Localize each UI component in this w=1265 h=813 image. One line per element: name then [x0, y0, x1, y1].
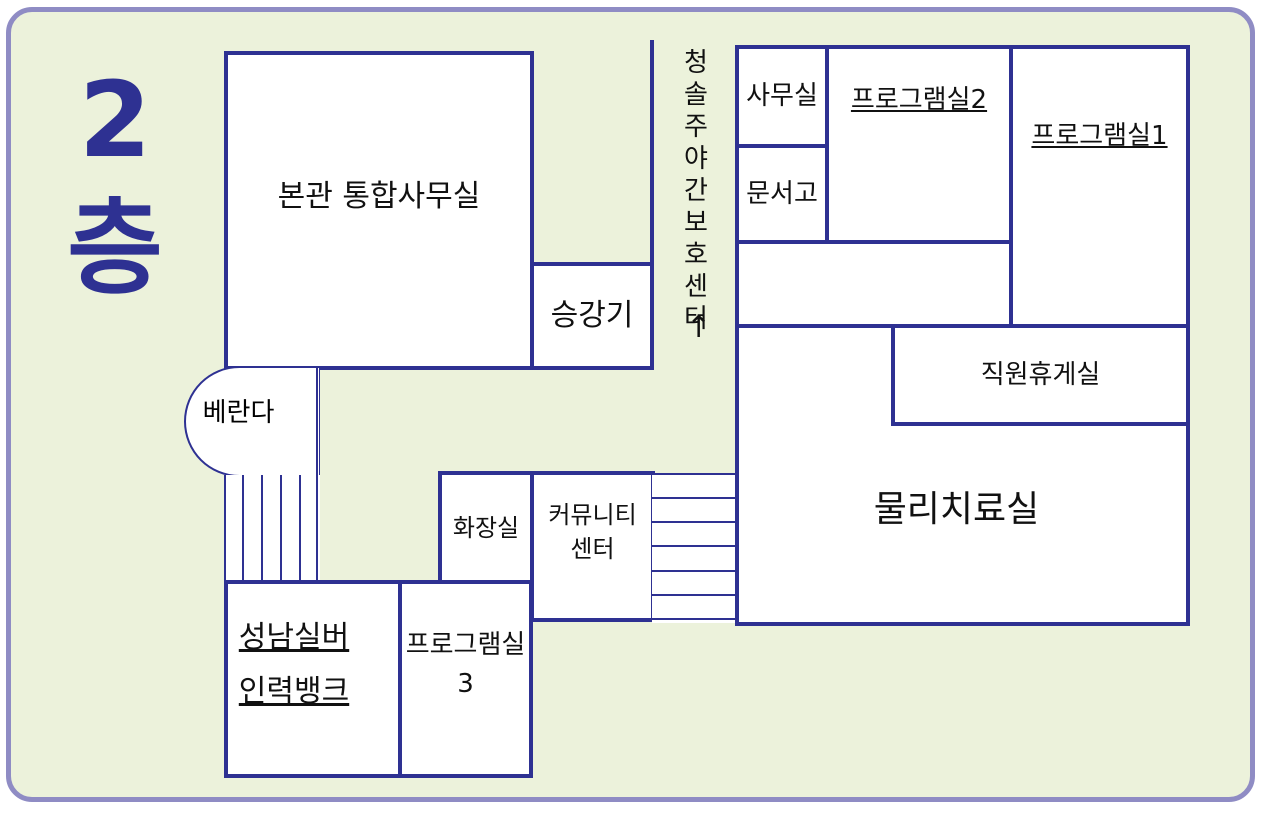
up-arrow-icon: ↑ — [686, 310, 712, 345]
room-office-label: 사무실 — [746, 81, 818, 112]
floor-number: 2 — [78, 59, 152, 181]
balcony-divider — [316, 366, 318, 582]
corridor-wall — [650, 40, 654, 266]
room-main-office-label: 본관 통합사무실 — [277, 178, 481, 214]
room-silver-bank-label: 성남실버 인력뱅크 — [238, 620, 350, 709]
floor-suffix: 층 — [67, 187, 163, 309]
room-staff-lounge: 직원휴게실 — [891, 324, 1190, 426]
stairs-right — [652, 473, 738, 623]
room-program-2-label: 프로그램실2 — [850, 85, 988, 116]
room-archive: 문서고 — [735, 144, 829, 244]
room-staff-lounge-label: 직원휴게실 — [980, 359, 1101, 390]
room-main-office: 본관 통합사무실 — [224, 51, 534, 370]
room-program-3: 프로그램실 3 — [398, 580, 533, 778]
direction-label: 청솔주야간보호센터 — [684, 48, 708, 334]
room-archive-label: 문서고 — [746, 178, 818, 209]
room-restroom: 화장실 — [438, 471, 534, 584]
room-silver-bank: 성남실버 인력뱅크 — [224, 580, 404, 778]
room-elevator: 승강기 — [530, 262, 654, 370]
room-program-1-label: 프로그램실1 — [1031, 121, 1168, 152]
stairs-left — [224, 475, 320, 583]
room-balcony: 베란다 — [184, 366, 320, 477]
room-community-center-label: 커뮤니티 센터 — [548, 500, 637, 563]
room-office: 사무실 — [735, 45, 829, 148]
room-program-1: 프로그램실1 — [1009, 45, 1190, 328]
room-program-2: 프로그램실2 — [825, 45, 1013, 244]
room-community-center: 커뮤니티 센터 — [530, 471, 655, 622]
room-program-3-label: 프로그램실 3 — [405, 630, 526, 699]
room-restroom-label: 화장실 — [452, 513, 520, 542]
room-physio-label: 물리치료실 — [873, 488, 1040, 530]
room-balcony-label: 베란다 — [202, 398, 275, 429]
room-elevator-label: 승강기 — [550, 298, 634, 334]
